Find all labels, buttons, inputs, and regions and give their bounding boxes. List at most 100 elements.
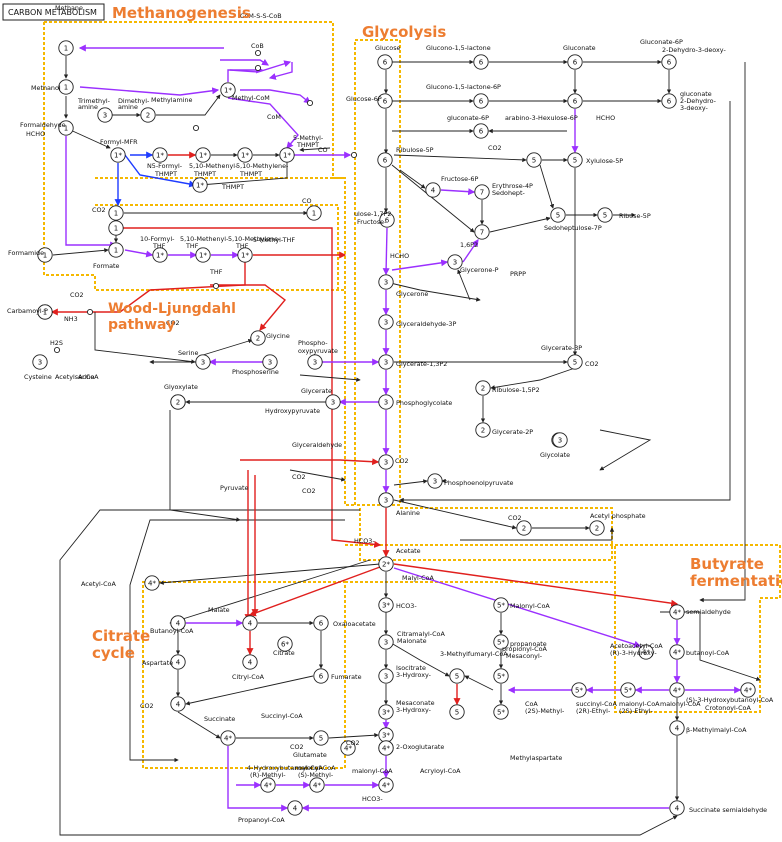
compound-label: Acetoacetyl-CoA: [610, 642, 663, 650]
compound-label: (R)-Methyl-: [250, 771, 286, 779]
reaction-node: 1*: [110, 147, 126, 163]
compound-label: Glyoxylate: [164, 383, 198, 391]
reaction-node-label: 2*: [382, 561, 390, 569]
reaction-node-label: 5: [455, 673, 459, 681]
reaction-node-label: 2: [481, 427, 485, 435]
reaction-node-label: 6: [667, 59, 672, 67]
compound-label: malonyl-CoA: [352, 767, 393, 775]
reaction-node: 1*: [152, 247, 168, 263]
compound-label: succinyl-CoA: [576, 700, 617, 708]
compound-label: Glucose-6P: [346, 95, 382, 103]
reaction-node: 6: [379, 212, 395, 228]
compound-label: CO2: [140, 702, 154, 710]
reaction-node-label: 1: [64, 45, 68, 53]
reaction-node: 4: [242, 654, 258, 670]
reaction-node-label: 2: [146, 112, 150, 120]
compound-label: (R)-3-Hydroxy-: [610, 649, 657, 657]
compound-label: Gluconate: [563, 44, 596, 52]
compound-label: Mesaconyl-: [506, 652, 542, 660]
reaction-node: 2: [140, 107, 156, 123]
reaction-node: 1: [108, 205, 124, 221]
reaction-node: 3: [378, 354, 394, 370]
compound-label: Glycerate: [301, 387, 332, 395]
reaction-node-label: 3: [384, 639, 388, 647]
reaction-node-label: 5: [532, 157, 536, 165]
compound-label: THMPT: [193, 170, 216, 178]
region-title-butyrate: Butyrate: [690, 555, 764, 573]
reaction-node: 3: [427, 473, 443, 489]
reaction-edge: [59, 509, 678, 836]
reaction-edge: [169, 559, 371, 625]
region-title-wood-ljungdahl: Wood-Ljungdahl: [108, 301, 236, 317]
compound-label: malonyl-CoA: [619, 700, 660, 708]
compound-label: (S)-3-Hydroxybutanoyl-CoA: [686, 696, 774, 704]
compound-label: Ribulose-5P: [396, 146, 434, 154]
compound-labels: MethaneCoM-S-S-CoBCoBMethyl-CoMCoMMethan…: [7, 4, 774, 824]
compound-label: Methane: [55, 4, 83, 12]
reaction-node-label: 6: [479, 59, 484, 67]
compound-label: 2-Oxoglutarate: [396, 743, 444, 751]
reaction-node: 3: [262, 354, 278, 370]
region-boxes: [43, 21, 781, 769]
region-title-wood-ljungdahl: pathway: [108, 317, 175, 333]
compound-label: Glutamate: [293, 751, 327, 759]
reaction-node: 2: [589, 520, 605, 536]
reaction-edge: [393, 479, 428, 486]
reaction-node: 1: [37, 247, 53, 263]
compound-label: 4-Hydroxybutanoyl-CoA: [247, 764, 324, 772]
reaction-node-label: 2: [522, 525, 526, 533]
compound-dot: [254, 49, 262, 57]
reaction-node: 5*: [493, 668, 509, 684]
region-title-glycolysis: Glycolysis: [362, 23, 446, 41]
compound-label: Glycerate-1,3P2: [396, 360, 447, 368]
compound-dot: [306, 99, 314, 107]
reaction-node-label: 2: [176, 399, 180, 407]
reaction-node: 3: [32, 354, 48, 370]
reaction-node: 5: [567, 354, 583, 370]
region-title-methanogenesis: Methanogenesis: [112, 4, 251, 22]
compound-label: 2-Dehydro-3-deoxy-: [662, 46, 726, 54]
reaction-node: 3: [325, 394, 341, 410]
reaction-node-label: 3: [38, 359, 42, 367]
compound-label: Glycerate-2P: [492, 428, 533, 436]
reaction-node: 1: [306, 205, 322, 221]
compound-label: THMPT: [296, 141, 319, 149]
compound-label: malonyl-CoA: [660, 700, 701, 708]
reaction-node-label: 6: [383, 59, 388, 67]
reaction-node-label: 3: [331, 399, 335, 407]
reaction-node: 6: [567, 93, 583, 109]
reaction-edge: [94, 312, 196, 364]
reaction-node-label: 4: [176, 620, 181, 628]
reaction-node-label: 4*: [673, 609, 681, 617]
region-title-citrate: Citrate: [92, 627, 150, 645]
compound-label: Ribulose-1,5P2: [492, 386, 540, 394]
compound-label: HCHO: [390, 252, 409, 260]
reaction-node-label: 6: [479, 98, 484, 106]
reaction-node: 4*: [378, 777, 394, 793]
reaction-node: 1: [58, 120, 74, 136]
compound-label: 5,10-Methenyl-: [189, 162, 237, 170]
compound-label: Cysteine: [24, 373, 52, 381]
compound-label: propionyl-CoA: [502, 645, 547, 653]
reaction-nodes: 111*1321*1*1*1*1*1*11111*1*1*11233336666…: [32, 40, 756, 816]
reaction-node: 4: [170, 615, 186, 631]
reaction-node-label: 4*: [264, 782, 272, 790]
reaction-node-label: 4: [675, 725, 680, 733]
reaction-node: 6: [377, 54, 393, 70]
reaction-node-label: 1*: [241, 152, 249, 160]
reaction-node: 4*: [260, 777, 276, 793]
reaction-edge: [65, 136, 118, 249]
compound-label: CO2: [585, 360, 599, 368]
reaction-node: 6: [313, 615, 329, 631]
reaction-edge: [52, 248, 109, 256]
reaction-node: 1*: [195, 247, 211, 263]
compound-label: Alanine: [396, 509, 420, 517]
region-box: [95, 177, 345, 290]
reaction-node: 4: [669, 800, 685, 816]
reaction-node-label: 4*: [642, 649, 650, 657]
reaction-edge: [227, 97, 299, 149]
compound-label: Fructose-6P: [441, 175, 478, 183]
reaction-edge: [50, 262, 246, 316]
reaction-edge: [328, 732, 379, 739]
reaction-edge: [220, 58, 269, 66]
